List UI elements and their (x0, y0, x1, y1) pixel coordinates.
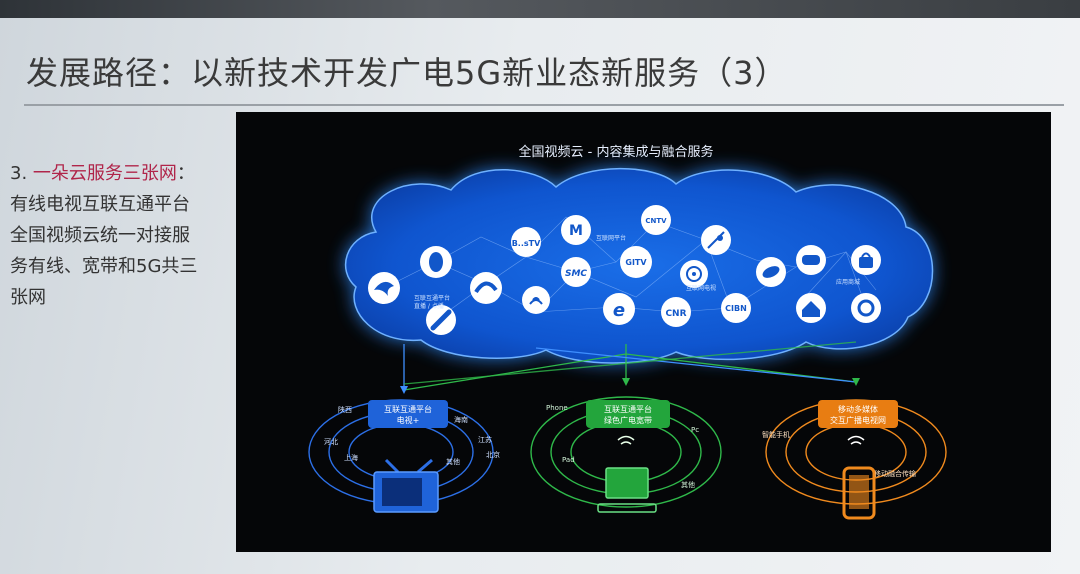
computer-icon (597, 467, 657, 513)
wifi-icon (617, 435, 635, 445)
title-divider (24, 104, 1064, 106)
side-heading-text: 一朵云服务三张网 (32, 163, 177, 184)
region-label-1: 陕西 (338, 405, 352, 414)
wifi-icon-mobile (847, 435, 865, 445)
icon-node-signal (522, 286, 550, 314)
diagram-panel: 全国视频云 - 内容集成与融合服务 (236, 112, 1051, 552)
side-line-2: 全国视频云统一对接服 (10, 225, 190, 246)
cloud-caption-2: 直播 / 点播 (414, 302, 444, 310)
region-label-3: 河北 (324, 438, 338, 446)
device-label-phone: Phone (546, 404, 568, 412)
cloud-captions: 互联互通平台 直播 / 点播 互联网平台 互联网电视 应用商城 (414, 234, 860, 310)
icon-node-ie: e (603, 293, 635, 325)
icon-node-cnr: CNR (661, 297, 691, 327)
side-heading-colon: ： (176, 163, 195, 184)
icon-node-gitv: GITV (620, 246, 652, 278)
network-broadband-label-box (586, 400, 670, 428)
cloud-caption-3: 互联网平台 (596, 234, 626, 242)
network-tv-label-2: 电视+ (397, 415, 420, 425)
icon-node-gitv-label: GITV (625, 258, 647, 267)
icon-node-bird (368, 272, 400, 304)
icon-node-smc-label: SMC (565, 269, 587, 279)
tv-icon (373, 458, 439, 513)
icon-node-ie-label: e (613, 300, 625, 321)
network-mobile-label-1: 移动多媒体 (838, 404, 878, 414)
icon-node-bean (420, 246, 452, 278)
side-heading-number: 3. (10, 163, 33, 184)
region-label-6: 其他 (446, 457, 460, 466)
icon-node-mango: M (561, 215, 591, 245)
region-label-5: 上海 (344, 453, 358, 462)
icon-node-mango-label: M (569, 223, 583, 239)
side-heading: 3. 一朵云服务三张网： (10, 158, 230, 189)
region-label-2: 海南 (454, 415, 468, 424)
top-bar (0, 0, 1080, 18)
icon-node-wave (470, 272, 502, 304)
icon-node-cntv-label: CNTV (645, 217, 667, 225)
device-label-pc: Pc (691, 426, 699, 434)
network-tv-label-box (368, 400, 448, 428)
gamepad-icon (796, 245, 826, 275)
network-broadband-label-1: 互联互通平台 (604, 404, 652, 414)
device-label-pad: Pad (562, 456, 575, 464)
network-tv-label-1: 互联互通平台 (384, 404, 432, 414)
icon-node-smc: SMC (561, 257, 591, 287)
icon-node-bestv: B..sTV (511, 227, 541, 257)
network-tv-regions: 陕西 海南 河北 江苏 上海 其他 北京 (324, 405, 500, 466)
network-mobile: 移动多媒体 交互广播电视网 智能手机 移动融合传输 (762, 399, 947, 520)
network-mobile-label-box (818, 400, 898, 428)
icon-node-cntv: CNTV (641, 205, 671, 235)
home-icon (796, 293, 826, 323)
device-label-mobile-transport: 移动融合传输 (874, 469, 916, 478)
smartphone-icon (842, 466, 876, 520)
icon-node-bestv-label: B..sTV (512, 239, 541, 248)
network-tv: 互联互通平台 电视+ 陕西 海南 河北 江苏 上海 其他 北京 (308, 399, 500, 513)
connector-lines (403, 341, 857, 391)
cloud-caption-4: 互联网电视 (686, 284, 716, 292)
cloud-title: 全国视频云 - 内容集成与融合服务 (519, 144, 714, 160)
shop-bag-icon (851, 245, 881, 275)
cloud-icons: B..sTV SMC M CNTV (368, 205, 881, 335)
icon-node-target (680, 260, 708, 288)
icon-node-ring (851, 293, 881, 323)
arrow-heads (400, 378, 860, 394)
video-cloud-diagram: 全国视频云 - 内容集成与融合服务 (308, 144, 947, 520)
cloud-caption-5: 应用商城 (836, 278, 860, 286)
region-label-7: 北京 (486, 450, 500, 459)
side-line-1: 有线电视互联互通平台 (10, 194, 190, 215)
network-mobile-label-2: 交互广播电视网 (830, 415, 886, 425)
network-broadband-label-2: 绿色广电宽带 (604, 415, 652, 425)
network-broadband: 互联互通平台 绿色广电宽带 Phone Pc Pad 其他 (530, 396, 722, 513)
icon-node-cibn-label: CIBN (725, 304, 747, 313)
icon-node-slash (426, 305, 456, 335)
slide-title: 发展路径：以新技术开发广电5G新业态新服务（3） (26, 54, 788, 92)
network-broadband-labels: Phone Pc Pad 其他 (546, 404, 699, 489)
icon-node-star (701, 225, 731, 255)
side-line-3: 务有线、宽带和5G共三 (10, 256, 198, 277)
region-label-4: 江苏 (478, 435, 492, 444)
device-label-smartphone: 智能手机 (762, 430, 790, 439)
cloud-caption-1: 互联互通平台 (414, 294, 450, 302)
side-line-4: 张网 (10, 287, 46, 308)
icon-node-cnr-label: CNR (665, 309, 686, 319)
side-text: 3. 一朵云服务三张网： 有线电视互联互通平台 全国视频云统一对接服 务有线、宽… (10, 158, 230, 313)
device-label-other: 其他 (681, 480, 695, 489)
network-mobile-labels: 智能手机 移动融合传输 (762, 430, 916, 478)
icon-node-cibn: CIBN (721, 293, 751, 323)
icon-node-leaf (756, 257, 786, 287)
